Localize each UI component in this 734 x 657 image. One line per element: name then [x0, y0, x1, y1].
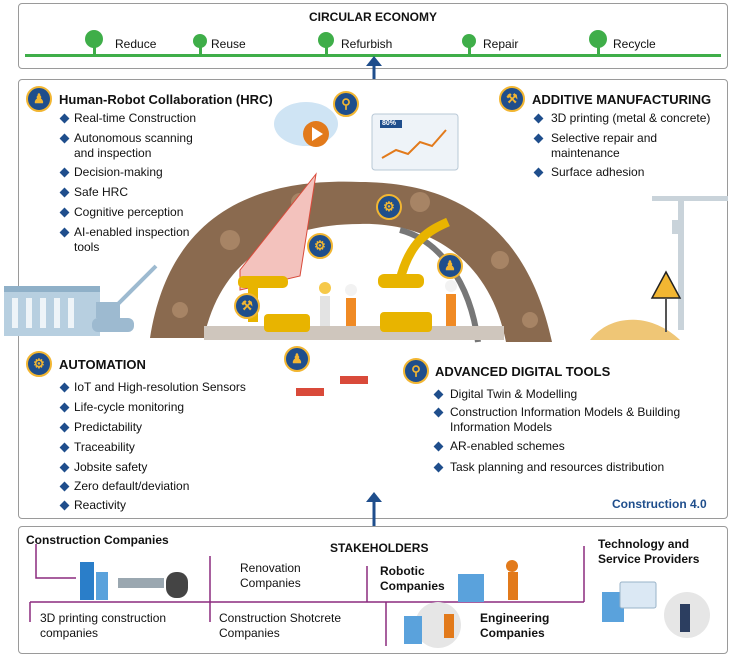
tech-providers-label: Technology and Service Providers: [598, 537, 700, 566]
shotcrete-companies-label: Construction Shotcrete Companies: [219, 611, 342, 640]
digital-tools-icon: ⚲: [403, 358, 429, 384]
digital-item: Digital Twin & Modelling: [450, 387, 578, 401]
construction-companies-label: Construction Companies: [26, 533, 169, 547]
collaboration-icon: ♟: [437, 253, 463, 279]
hrc-item: Cognitive perception: [74, 205, 184, 219]
construction-label: Construction 4.0: [612, 497, 707, 511]
robot-arm-icon: ⚒: [234, 293, 260, 319]
screen-value-label: 80%: [382, 120, 397, 127]
construction-illustration: [4, 102, 728, 396]
repair-leaf-icon: [462, 34, 476, 48]
circular-economy-line: [25, 54, 721, 57]
recycle-leaf-icon: [589, 30, 607, 48]
additive-item: 3D printing (metal & concrete): [551, 111, 711, 125]
reduce-stem: [93, 44, 96, 56]
recycle-label: Recycle: [613, 37, 656, 51]
repair-label: Repair: [483, 37, 519, 51]
repair-stem: [468, 44, 471, 56]
reduce-label: Reduce: [115, 37, 157, 51]
reuse-label: Reuse: [211, 37, 246, 51]
printing-companies-label: 3D printing construction companies: [40, 611, 167, 640]
digital-item: Construction Information Models & Buildi…: [450, 405, 681, 434]
automation-item: Zero default/deviation: [74, 479, 190, 493]
gear-icon: ⚙: [307, 233, 333, 259]
automation-item: Traceability: [74, 440, 135, 454]
collaboration-icon: ♟: [284, 346, 310, 372]
hrc-item: Autonomous scanning and inspection: [74, 131, 193, 160]
automation-item: IoT and High-resolution Sensors: [74, 380, 246, 394]
hrc-title: Human-Robot Collaboration (HRC): [59, 92, 273, 107]
automation-item: Predictability: [74, 420, 143, 434]
gear-icon: ⚙: [376, 194, 402, 220]
additive-item: Selective repair and maintenance: [551, 131, 658, 160]
reuse-stem: [199, 44, 202, 56]
refurbish-leaf-icon: [318, 32, 334, 48]
automation-title: AUTOMATION: [59, 357, 146, 372]
automation-item: Life-cycle monitoring: [74, 400, 185, 414]
hrc-item: Decision-making: [74, 165, 163, 179]
engineering-companies-label: Engineering Companies: [480, 611, 550, 640]
refurbish-stem: [325, 44, 328, 56]
digital-item: AR-enabled schemes: [450, 439, 565, 453]
additive-item: Surface adhesion: [551, 165, 645, 179]
digital-item: Task planning and resources distribution: [450, 460, 665, 474]
hrc-icon: ♟: [26, 86, 52, 112]
circular-economy-title: CIRCULAR ECONOMY: [309, 10, 437, 24]
hrc-item: Safe HRC: [74, 185, 129, 199]
magnifier-icon: ⚲: [333, 91, 359, 117]
hrc-item: AI-enabled inspection tools: [74, 225, 190, 254]
recycle-stem: [597, 44, 600, 56]
automation-item: Jobsite safety: [74, 460, 148, 474]
automation-icon: ⚙: [26, 351, 52, 377]
reuse-leaf-icon: [193, 34, 207, 48]
automation-item: Reactivity: [74, 498, 127, 512]
reduce-leaf-icon: [85, 30, 103, 48]
digital-title: ADVANCED DIGITAL TOOLS: [435, 364, 611, 379]
stakeholder-connectors: [29, 544, 710, 648]
additive-title: ADDITIVE MANUFACTURING: [532, 92, 712, 107]
stakeholders-title: STAKEHOLDERS: [330, 541, 429, 555]
renovation-companies-label: Renovation Companies: [240, 561, 301, 590]
refurbish-label: Refurbish: [341, 37, 393, 51]
hrc-item: Real-time Construction: [74, 111, 197, 125]
additive-icon: ⚒: [499, 86, 525, 112]
stakeholders-panel: [18, 526, 728, 654]
robotic-companies-label: Robotic Companies: [380, 564, 445, 593]
